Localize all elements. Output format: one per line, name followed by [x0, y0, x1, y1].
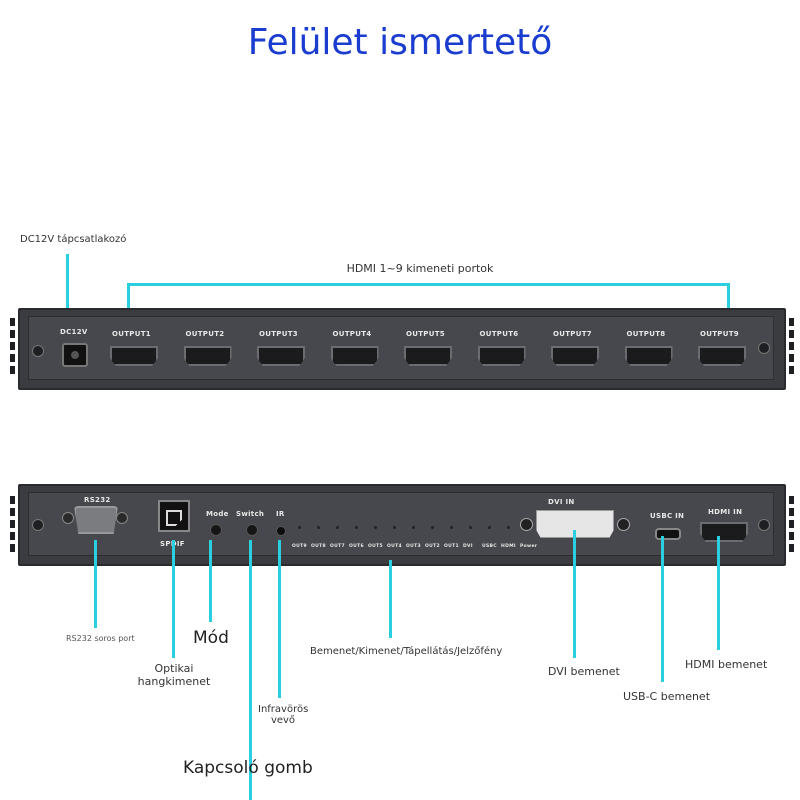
indicator-led	[393, 526, 396, 529]
output-port-label: OUTPUT5	[406, 330, 445, 338]
led-label: OUT9	[292, 544, 307, 549]
indicator-led	[469, 526, 472, 529]
indicator-led	[488, 526, 491, 529]
screw-icon	[758, 342, 770, 354]
led-label: OUT5	[368, 544, 383, 549]
indicator-led	[450, 526, 453, 529]
left-fins	[10, 496, 15, 552]
dc-jack[interactable]	[62, 343, 88, 367]
hdmi-outputs-label: HDMI 1~9 kimeneti portok	[346, 262, 494, 275]
hdmi-output-port[interactable]	[183, 346, 232, 366]
indicator-led	[317, 526, 320, 529]
rs232-text: RS232	[84, 496, 111, 504]
rs232-pointer	[94, 540, 97, 628]
led-label: OUT7	[330, 544, 345, 549]
optical-pointer	[172, 540, 175, 658]
indicator-led	[431, 526, 434, 529]
top-panel: DC12V OUTPUT1 OUTPUT2 OUTPUT3 OUTPUT4 OUTPUT…	[10, 308, 794, 390]
usbc-in-text: USBC IN	[650, 512, 685, 520]
usbc-label: USB-C bemenet	[623, 690, 711, 703]
ir-pointer	[278, 540, 281, 698]
hdmi-pointer	[717, 536, 720, 650]
right-fins	[789, 318, 794, 374]
hdmi-in-port[interactable]	[700, 522, 748, 542]
led-label: OUT6	[349, 544, 364, 549]
outputs-bracket-right	[727, 283, 730, 327]
hdmi-output-port[interactable]	[698, 346, 746, 366]
led-label: HDMI	[501, 544, 516, 549]
led-label: OUT2	[425, 544, 440, 549]
switch-label: Kapcsoló gomb	[183, 758, 313, 778]
output-port-label: OUTPUT2	[185, 330, 225, 338]
screw-icon	[32, 519, 44, 531]
hdmi-label: HDMI bemenet	[685, 658, 768, 671]
output-port-label: OUTPUT3	[259, 330, 298, 338]
indicator-led	[412, 526, 415, 529]
optical-label: Optikai hangkimenet	[137, 662, 211, 688]
indicator-led	[355, 526, 358, 529]
hdmi-in-text: HDMI IN	[708, 508, 743, 516]
bottom-panel-face	[28, 492, 774, 556]
dc-port-pointer	[66, 254, 69, 344]
mode-pointer	[209, 540, 212, 622]
rs232-label: RS232 soros port	[66, 634, 135, 643]
dc-port-label: DC12V tápcsatlakozó	[20, 234, 127, 245]
switch-button[interactable]	[246, 524, 258, 536]
outputs-bracket-left	[127, 283, 130, 327]
hdmi-output-port[interactable]	[257, 346, 305, 366]
leds-pointer	[389, 560, 392, 638]
screw-icon	[758, 519, 770, 531]
hdmi-output-port[interactable]	[624, 346, 673, 366]
spdif-port[interactable]	[158, 500, 190, 532]
leds-label: Bemenet/Kimenet/Tápellátás/Jelzőfény	[310, 646, 503, 657]
output-port-label: OUTPUT6	[479, 330, 519, 338]
rs232-port[interactable]	[62, 506, 128, 536]
ir-text: IR	[276, 510, 285, 518]
mode-text: Mode	[206, 510, 229, 518]
indicator-led	[507, 526, 510, 529]
indicator-led	[336, 526, 339, 529]
mode-label: Mód	[193, 628, 229, 648]
screw-icon	[32, 345, 44, 357]
ir-receiver	[276, 526, 286, 536]
output-port-label: OUTPUT4	[332, 330, 372, 338]
led-label: Power	[520, 544, 538, 549]
hdmi-output-port[interactable]	[110, 346, 158, 366]
hdmi-output-port[interactable]	[551, 346, 599, 366]
switch-text: Switch	[236, 510, 265, 518]
page-title: Felület ismertető	[247, 22, 553, 63]
usbc-pointer	[661, 536, 664, 682]
output-port-label: OUTPUT1	[112, 330, 151, 338]
dvi-in-text: DVI IN	[548, 498, 575, 506]
hdmi-output-port[interactable]	[404, 346, 452, 366]
hdmi-output-port[interactable]	[477, 346, 526, 366]
output-port-label: OUTPUT7	[553, 330, 592, 338]
usbc-port[interactable]	[655, 528, 681, 540]
output-port-label: OUTPUT9	[700, 330, 739, 338]
dvi-label: DVI bemenet	[548, 665, 620, 678]
right-fins	[789, 496, 794, 552]
led-label: OUT8	[311, 544, 326, 549]
ir-label: Infravörös vevő	[258, 704, 309, 726]
left-fins	[10, 318, 15, 374]
dvi-pointer	[573, 530, 576, 658]
led-label: OUT3	[406, 544, 421, 549]
indicator-led	[298, 526, 301, 529]
bottom-panel: RS232 SPDIF Mode Switch IR OUT9OUT8OUT7O…	[10, 484, 794, 566]
led-label: OUT1	[444, 544, 459, 549]
led-label: USBC	[482, 544, 497, 549]
mode-button[interactable]	[210, 524, 222, 536]
led-label: OUT4	[387, 544, 402, 549]
hdmi-output-port[interactable]	[330, 346, 379, 366]
dc-port-text: DC12V	[60, 328, 88, 336]
switch-pointer	[249, 540, 252, 800]
outputs-bracket	[127, 283, 730, 286]
indicator-led	[374, 526, 377, 529]
led-label: DVI	[463, 544, 473, 549]
output-port-label: OUTPUT8	[626, 330, 666, 338]
